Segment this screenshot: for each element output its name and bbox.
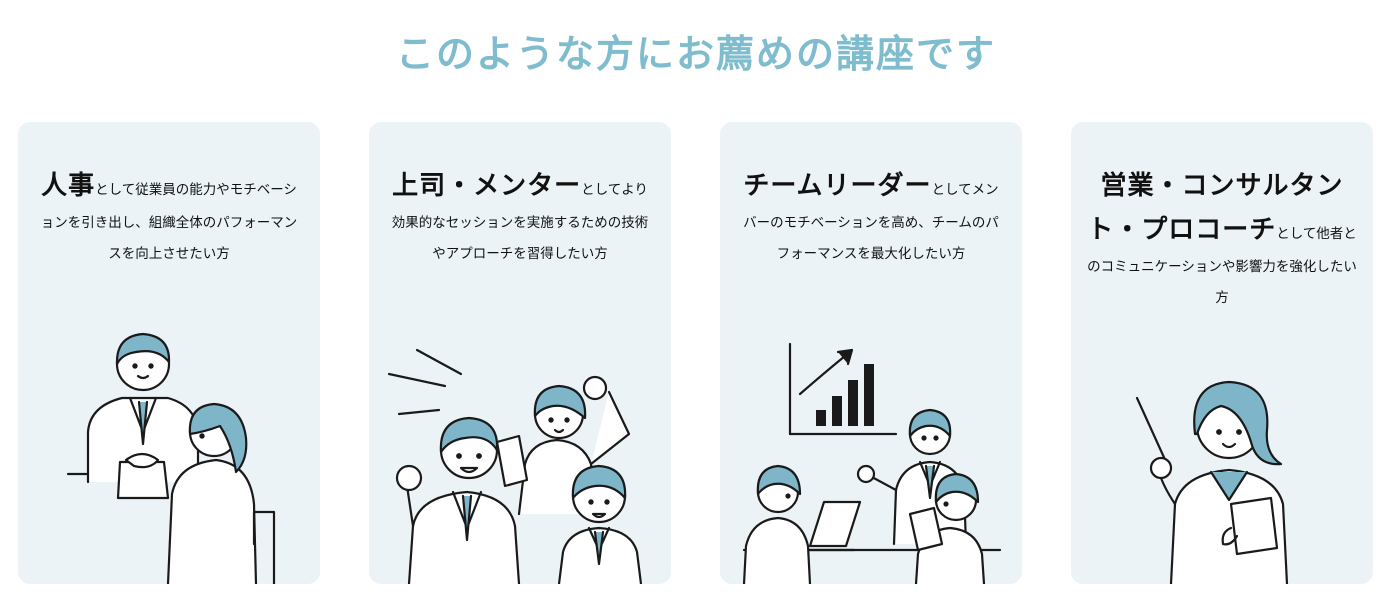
card-hr: 人事として従業員の能力やモチベーションを引き出し、組織全体のパフォーマンスを向上… [18,122,320,584]
card-role: チームリーダー [743,171,932,201]
team-celebration-illustration [387,348,643,584]
card-team-leader: チームリーダーとしてメンバーのモチベーションを高め、チームのパフォーマンスを最大… [720,122,1022,584]
page-title: このような方にお薦めの講座です [395,32,996,76]
hr-meeting-illustration [66,332,276,584]
card-text: 営業・コンサルタント・プロコーチとして他者とのコミュニケーションや影響力を強化し… [1085,164,1359,314]
card-role: 上司・メンター [392,171,582,201]
card-text: チームリーダーとしてメンバーのモチベーションを高め、チームのパフォーマンスを最大… [740,164,1002,270]
card-text: 人事として従業員の能力やモチベーションを引き出し、組織全体のパフォーマンスを向上… [38,164,300,270]
card-description: として従業員の能力やモチベーションを引き出し、組織全体のパフォーマンスを向上させ… [40,182,298,262]
recommendation-cards: 人事として従業員の能力やモチベーションを引き出し、組織全体のパフォーマンスを向上… [18,122,1374,584]
team-meeting-illustration [742,342,1002,584]
presenter-illustration [1135,380,1289,584]
card-role: 営業・コンサルタント・プロコーチ [1087,171,1344,245]
card-boss-mentor: 上司・メンターとしてより効果的なセッションを実施するための技術やアプローチを習得… [369,122,671,584]
card-role: 人事 [41,171,96,201]
card-sales-consultant: 営業・コンサルタント・プロコーチとして他者とのコミュニケーションや影響力を強化し… [1071,122,1373,584]
card-description: として他者とのコミュニケーションや影響力を強化したい方 [1087,226,1357,306]
card-text: 上司・メンターとしてより効果的なセッションを実施するための技術やアプローチを習得… [389,164,651,270]
card-description: としてメンバーのモチベーションを高め、チームのパフォーマンスを最大化したい方 [743,182,999,262]
card-description: としてより効果的なセッションを実施するための技術やアプローチを習得したい方 [391,182,649,262]
